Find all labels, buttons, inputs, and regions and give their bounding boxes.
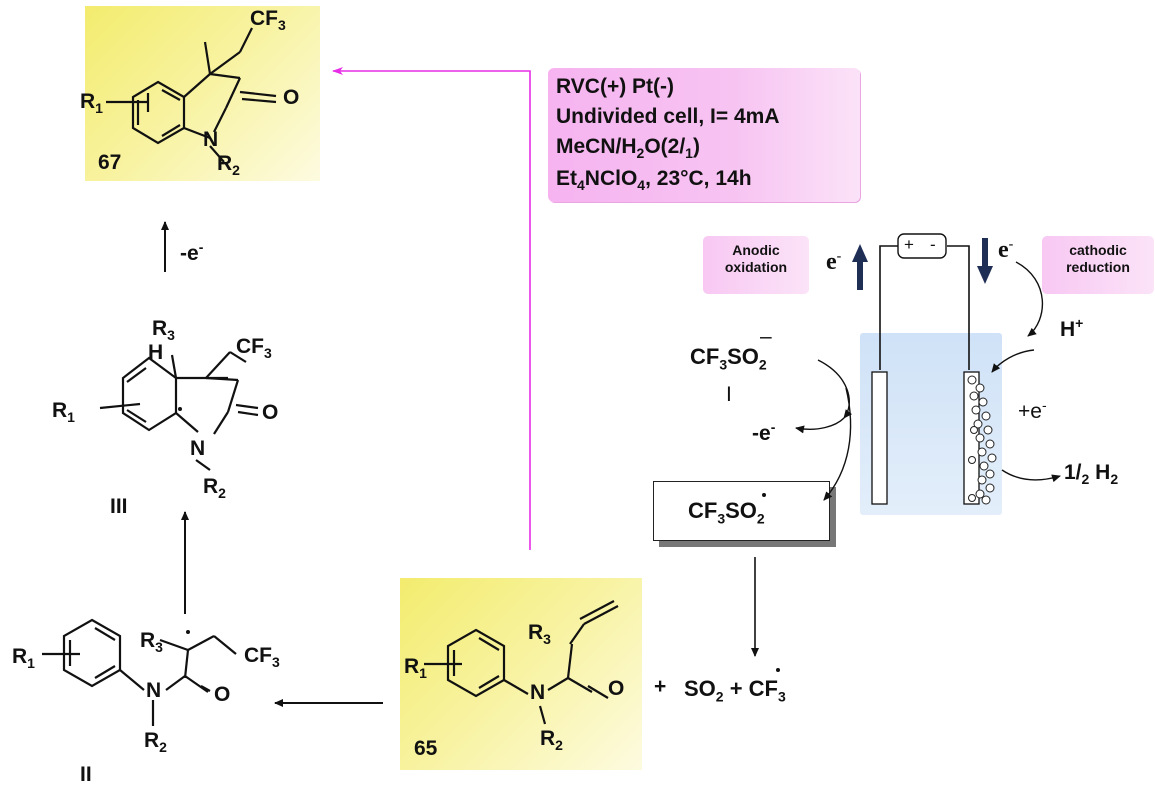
magenta-reaction-arrow xyxy=(332,67,531,550)
c67-R2: R2 xyxy=(217,152,240,179)
II-R2: R2 xyxy=(144,729,167,756)
III-R1: R1 xyxy=(52,399,75,426)
c67-CF3: CF3 xyxy=(250,7,286,34)
II-R1: R1 xyxy=(12,645,35,672)
so2-plus-cf3-radical: SO2 + CF3 xyxy=(684,676,786,705)
triflinate-anion: CF3SO2 xyxy=(690,344,767,373)
reaction-conditions: RVC(+) Pt(-) Undivided cell, I= 4mA MeCN… xyxy=(548,68,860,202)
hydrogen-half-label: 1/2 H2 xyxy=(1064,461,1119,488)
condition-cell: Undivided cell, I= 4mA xyxy=(556,105,780,128)
intermediate-II-label: II xyxy=(80,763,92,786)
III-R3: R3 xyxy=(152,317,175,344)
c67-O: O xyxy=(283,86,300,109)
cf3-radical-dot xyxy=(776,668,780,672)
anode-electron-label: e- xyxy=(826,249,842,275)
cf3so2-radical: CF3SO2 xyxy=(688,498,765,527)
condition-electrolyte: Et4NClO4, 23°C, 14h xyxy=(556,167,752,194)
II-CF3: CF3 xyxy=(244,644,280,671)
c65-R1: R1 xyxy=(404,655,427,682)
plus-sign: + xyxy=(654,675,667,698)
II-R3: R3 xyxy=(140,629,163,656)
substrate-65-box xyxy=(400,578,642,770)
intermediate-III-structure xyxy=(99,351,259,471)
product-67-box xyxy=(85,6,320,181)
circuit-wires xyxy=(871,233,980,505)
cathode-plus-e: +e- xyxy=(1018,397,1047,423)
electron-flow-arrows xyxy=(852,238,993,290)
compound-67-label: 67 xyxy=(98,151,122,174)
intermediate-II-structure xyxy=(42,618,237,726)
compound-65-label: 65 xyxy=(414,737,438,760)
cf3so2-radical-box xyxy=(653,481,830,541)
III-CF3: CF3 xyxy=(236,335,272,362)
anodic-minus-e: -e- xyxy=(752,419,776,445)
cathode-electron-label: e- xyxy=(998,237,1014,263)
anion-charge: – xyxy=(760,325,772,348)
condition-electrodes: RVC(+) Pt(-) xyxy=(556,75,675,98)
c65-N: N xyxy=(530,681,546,704)
power-minus: - xyxy=(930,235,936,254)
oxidation-step-label: -e- xyxy=(180,239,204,265)
compound-65-structure xyxy=(424,600,619,725)
III-N: N xyxy=(190,437,206,460)
II-N: N xyxy=(146,679,162,702)
intermediate-III-label: III xyxy=(110,495,128,518)
c67-N: N xyxy=(203,128,219,151)
II-O: O xyxy=(214,683,231,706)
compound-I-label: I xyxy=(726,383,732,406)
c67-R1: R1 xyxy=(80,90,103,117)
power-plus: + xyxy=(904,235,914,254)
proton-label: H+ xyxy=(1060,315,1084,341)
c65-R2: R2 xyxy=(540,727,563,754)
III-R2: R2 xyxy=(203,475,226,502)
hydrogen-bubbles xyxy=(967,375,997,505)
c65-O: O xyxy=(608,677,625,700)
condition-solvent: MeCN/H2O(2/1) xyxy=(556,135,700,162)
III-H: H xyxy=(148,341,164,364)
c65-R3: R3 xyxy=(528,621,551,648)
curved-arrows xyxy=(795,261,1061,501)
sulfonyl-radical-dot xyxy=(762,493,766,497)
III-O: O xyxy=(262,401,279,424)
compound-67-structure xyxy=(106,27,277,163)
